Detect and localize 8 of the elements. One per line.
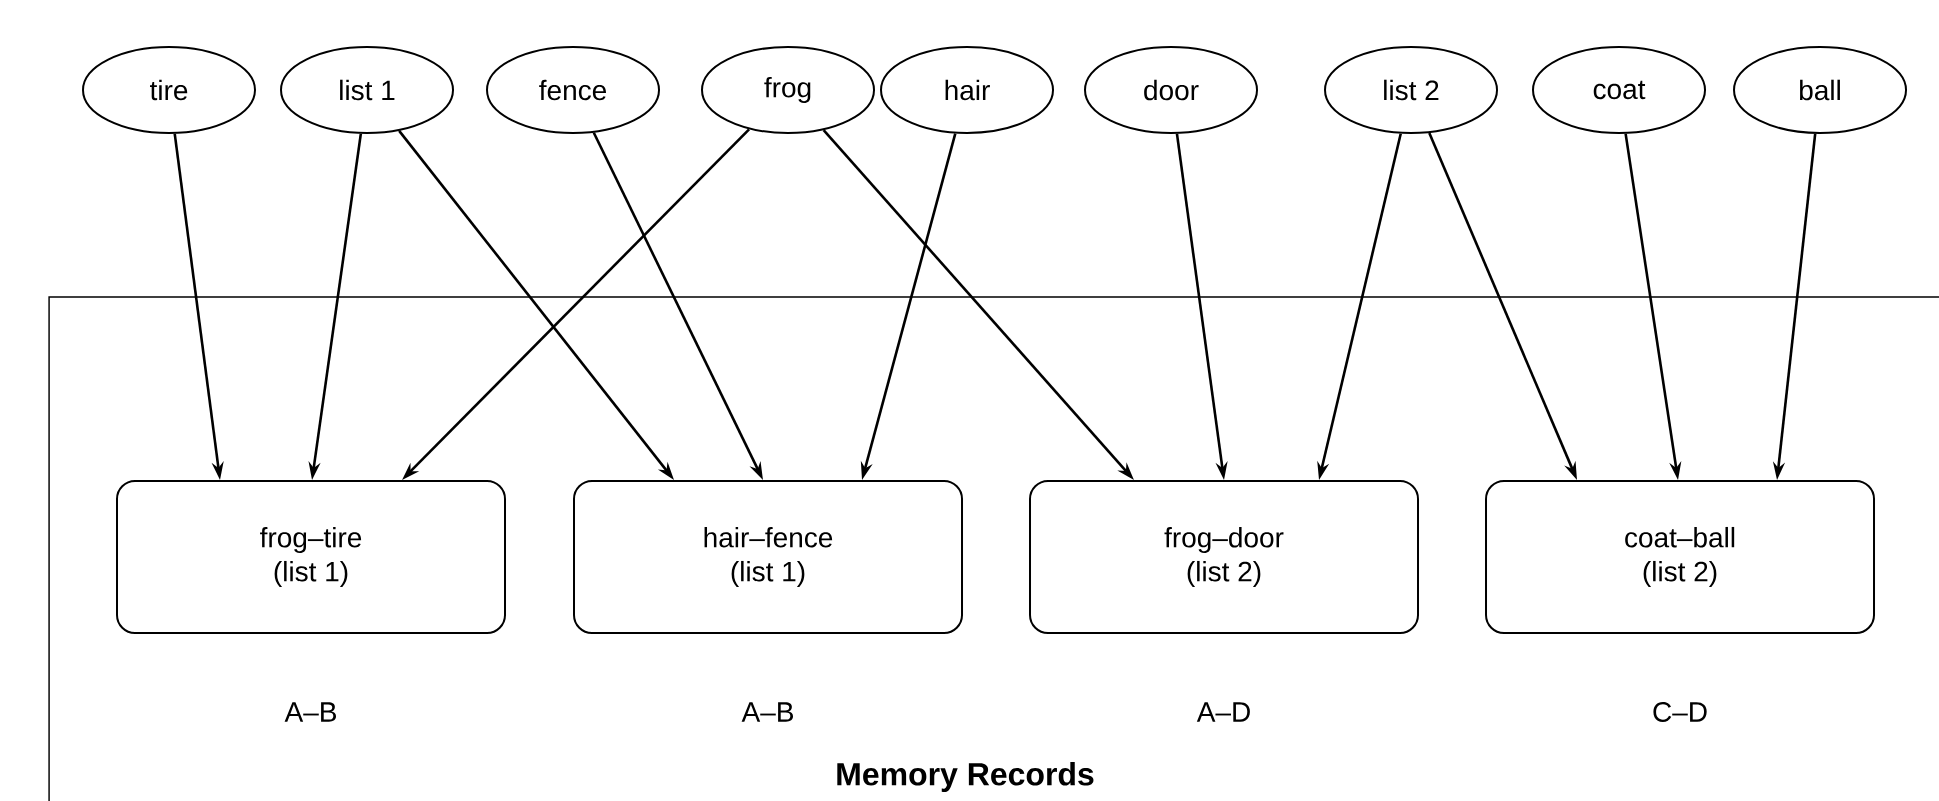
record-box: frog–tire (list 1) bbox=[116, 480, 506, 634]
record-box: coat–ball (list 2) bbox=[1485, 480, 1875, 634]
record-box: frog–door (list 2) bbox=[1029, 480, 1419, 634]
pair-label: A–B bbox=[284, 702, 336, 722]
record-box: hair–fence (list 1) bbox=[573, 480, 963, 634]
pair-label: A–B bbox=[741, 702, 793, 722]
pair-label: C–D bbox=[1653, 702, 1707, 722]
pair-label: A–D bbox=[1196, 702, 1250, 722]
